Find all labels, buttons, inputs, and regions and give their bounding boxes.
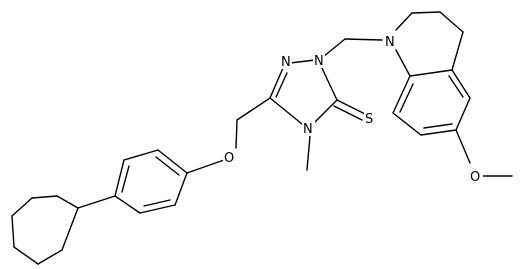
phenyl-ring <box>114 149 188 214</box>
label-mask <box>280 53 292 69</box>
triazole-n1-label: N <box>314 54 324 69</box>
triazole-n2-label: N <box>281 55 291 70</box>
bond-inner <box>143 199 171 207</box>
bond <box>314 99 338 123</box>
bond <box>56 195 79 209</box>
bond-inner <box>155 156 180 176</box>
label-mask <box>469 168 483 184</box>
atom-labels: N N N S N O O <box>223 32 483 185</box>
bond <box>411 11 441 14</box>
triazole-n4-label: N <box>303 122 313 137</box>
quinoline-n-label: N <box>385 35 395 50</box>
bond <box>439 11 464 33</box>
quinoline-benzene-ring <box>392 69 471 136</box>
label-mask <box>384 32 397 49</box>
bond <box>174 172 188 206</box>
bond <box>392 112 422 136</box>
tetrahydro-ring <box>395 11 464 77</box>
bond-inner <box>399 83 414 113</box>
bond-n-methyl <box>306 135 311 171</box>
bond-cyclohexyl-phenyl <box>77 195 116 209</box>
bond-inner <box>448 75 464 98</box>
bond <box>420 129 457 136</box>
bond <box>451 69 471 99</box>
bond-oxygen-methylene <box>235 119 238 149</box>
thione-s-label: S <box>365 112 373 127</box>
label-mask <box>364 110 376 126</box>
bond <box>409 69 453 77</box>
bond <box>31 195 58 199</box>
bond <box>455 97 471 131</box>
bond <box>451 31 464 71</box>
bond <box>269 97 303 125</box>
bond <box>392 75 411 114</box>
cyclohexyl-ring <box>11 195 79 265</box>
bond <box>114 159 125 197</box>
bond <box>320 65 338 101</box>
ether-oxygen-label: O <box>224 151 234 166</box>
bond <box>123 149 159 161</box>
bond-inner <box>121 165 130 193</box>
bond <box>139 204 176 214</box>
bond <box>395 12 413 31</box>
bond-methylene-nquinoline <box>344 38 383 41</box>
bond-double <box>275 72 288 98</box>
bond-thione-1 <box>336 99 366 115</box>
bond <box>13 246 39 265</box>
triazole-ring <box>269 59 338 125</box>
bond-inner <box>423 123 453 129</box>
bond <box>114 195 141 214</box>
bond <box>11 197 33 217</box>
bond-aryl-methoxy-oxygen <box>455 129 471 164</box>
bond <box>11 215 15 248</box>
bond-methylene-triazole <box>236 97 271 121</box>
label-mask <box>302 119 315 136</box>
bond-n1-methylene <box>322 38 346 58</box>
bond <box>157 149 188 174</box>
methoxy-oxygen-label: O <box>470 170 480 185</box>
bond <box>269 67 284 99</box>
bond <box>289 59 316 64</box>
bond-phenyl-oxygen <box>186 159 225 174</box>
label-mask <box>223 149 236 165</box>
bond-thione-2 <box>333 105 363 121</box>
bond <box>61 207 79 251</box>
bond <box>37 249 63 265</box>
label-mask <box>313 52 325 68</box>
bond <box>395 49 411 77</box>
